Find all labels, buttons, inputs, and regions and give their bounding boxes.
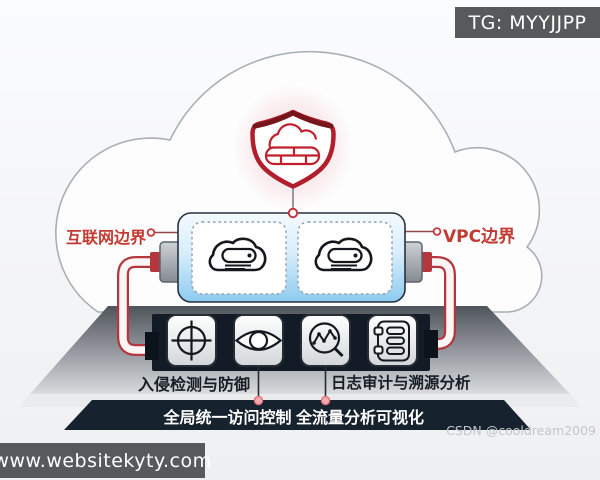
intrusion-detection-label: 入侵检测与防御 — [138, 375, 251, 394]
pipe-right — [419, 256, 456, 350]
right-boundary-dot — [432, 227, 442, 236]
junction-dot — [287, 207, 299, 219]
chart-magnifier-icon — [308, 322, 344, 358]
website-banner-label: www.websitekyty.com — [0, 449, 212, 472]
crosshair-icon — [171, 320, 212, 361]
access-control-label: 全局统一访问控制 — [163, 408, 292, 427]
strip-stub-right — [424, 330, 438, 358]
icon-card-eye — [233, 314, 284, 367]
icon-strip — [152, 314, 430, 371]
log-audit-label: 日志审计与溯源分析 — [331, 374, 471, 392]
icon-card-chart — [300, 314, 351, 367]
connector-dot-access — [253, 395, 264, 406]
left-boundary-dot — [146, 228, 156, 237]
website-banner: www.websitekyty.com — [0, 443, 211, 478]
shield-cloud-firewall-icon — [250, 109, 336, 189]
tg-banner-label: TG: MYYJJPP — [468, 11, 587, 34]
icon-card-log — [367, 314, 418, 367]
csdn-watermark: CSDN @cooldream2009 — [446, 423, 596, 438]
vpc-boundary-label: VPC边界 — [443, 227, 516, 247]
log-list-icon — [373, 320, 410, 362]
traffic-analysis-label: 全流量分析可视化 — [295, 408, 424, 427]
tg-banner: TG: MYYJJPP — [455, 7, 600, 38]
strip-stub-left — [145, 332, 159, 360]
icon-card-crosshair — [166, 314, 217, 367]
connector-dot-traffic — [320, 395, 331, 406]
eye-icon — [234, 330, 283, 351]
internet-boundary-label: 互联网边界 — [66, 228, 147, 247]
bottom-navy-bar — [64, 400, 531, 430]
pipe-left — [117, 256, 163, 356]
